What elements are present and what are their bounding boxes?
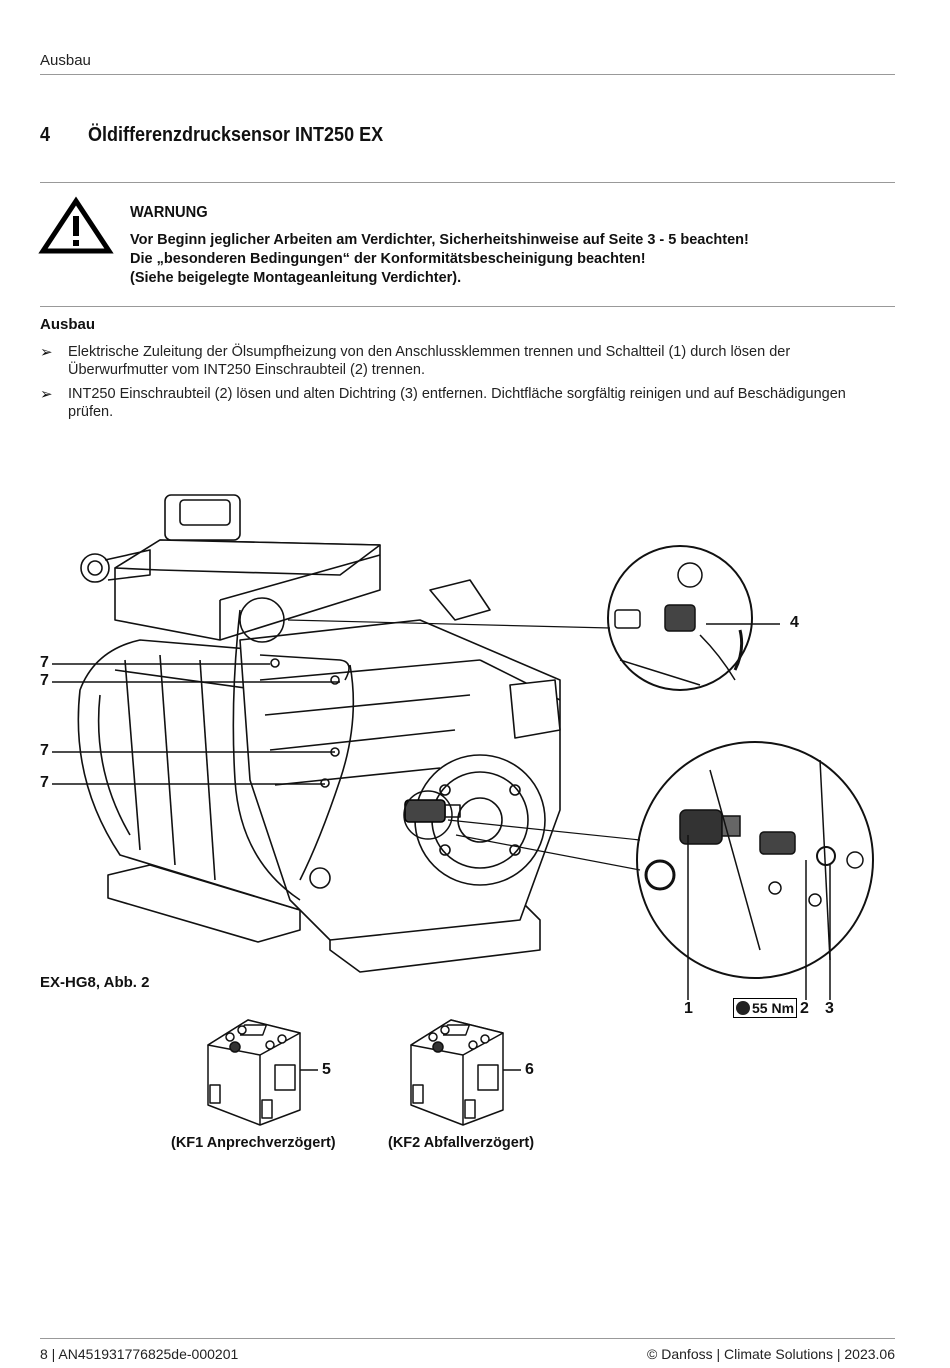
callout-7: 7	[40, 742, 49, 759]
relay-kf1-illustration	[207, 1019, 318, 1126]
callout-6: 6	[525, 1061, 534, 1078]
warning-line-3: (Siehe beigelegte Montageanleitung Verdi…	[130, 270, 462, 286]
warning-triangle-icon	[38, 196, 114, 254]
warning-line-1: Vor Beginn jeglicher Arbeiten am Verdich…	[130, 232, 749, 248]
step-2-line-1: INT250 Einschraubteil (2) lösen und alte…	[68, 386, 846, 402]
step-1-line-2: Überwurfmutter vom INT250 Einschraubteil…	[68, 362, 426, 378]
warning-bottom-rule	[40, 306, 895, 307]
callout-1: 1	[684, 1000, 693, 1017]
compressor-illustration	[52, 494, 874, 1000]
warning-title: WARNUNG	[130, 204, 208, 221]
relay-kf2-caption: (KF2 Abfallverzögert)	[388, 1135, 535, 1151]
relay-kf1-caption: (KF1 Anprechverzögert)	[171, 1135, 336, 1151]
callout-2: 2	[800, 1000, 809, 1017]
callout-7: 7	[40, 774, 49, 791]
figure-caption: EX-HG8, Abb. 2	[40, 974, 150, 991]
removal-heading: Ausbau	[40, 316, 96, 333]
warning-line-2: Die „besonderen Bedingungen“ der Konform…	[130, 251, 646, 267]
callout-7: 7	[40, 672, 49, 689]
section-number: 4	[40, 124, 51, 146]
header-rule	[40, 74, 895, 75]
footer-document-id: 8 | AN451931776825de-000201	[40, 1346, 239, 1362]
relay-kf2-illustration	[410, 1019, 521, 1126]
callout-5: 5	[322, 1061, 331, 1078]
callout-7: 7	[40, 654, 49, 671]
footer-rule	[40, 1338, 895, 1339]
step-2-line-2: prüfen.	[68, 404, 114, 420]
warning-top-rule	[40, 182, 895, 183]
torque-value: 55 Nm	[752, 1000, 795, 1016]
bullet-arrow-icon: ➢	[40, 344, 53, 361]
running-header: Ausbau	[40, 52, 91, 69]
section-title: Öldifferenzdrucksensor INT250 EX	[88, 124, 384, 146]
torque-wrench-icon	[736, 1001, 750, 1015]
footer-copyright: © Danfoss | Climate Solutions | 2023.06	[647, 1346, 895, 1362]
step-1-line-1: Elektrische Zuleitung der Ölsumpfheizung…	[68, 344, 791, 360]
bullet-arrow-icon: ➢	[40, 386, 53, 403]
callout-3: 3	[825, 1000, 834, 1017]
torque-label: 55 Nm	[733, 998, 797, 1018]
callout-4: 4	[790, 614, 799, 631]
